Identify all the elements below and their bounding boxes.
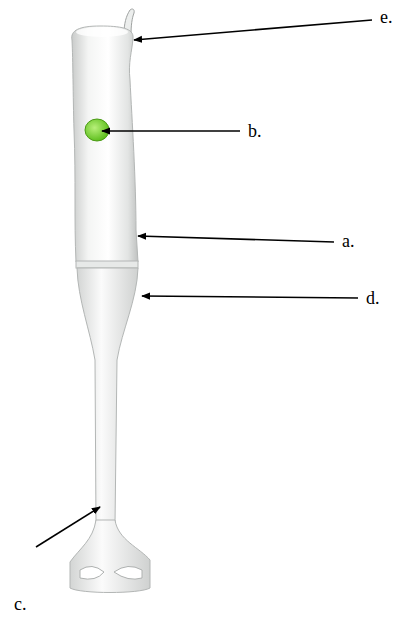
- part-letter: e.: [380, 8, 393, 26]
- coupling-ring: [76, 261, 138, 268]
- part-letter: b.: [248, 122, 262, 140]
- leader-lines: [36, 20, 372, 547]
- guard-window: [114, 566, 142, 579]
- part-letter: d.: [366, 289, 380, 307]
- leader-line: [102, 130, 240, 132]
- part-letter: c.: [14, 595, 27, 613]
- guard-window: [80, 566, 104, 579]
- part-letter: a.: [342, 232, 355, 250]
- leader-line: [142, 296, 358, 298]
- motor-handle: [72, 26, 138, 262]
- leader-line: [138, 236, 334, 242]
- top-cap: [76, 27, 128, 37]
- power-button: [85, 119, 109, 141]
- leader-line: [134, 20, 372, 40]
- blade-guard: [70, 520, 150, 593]
- blending-shaft: [77, 268, 138, 525]
- leader-line: [36, 507, 100, 547]
